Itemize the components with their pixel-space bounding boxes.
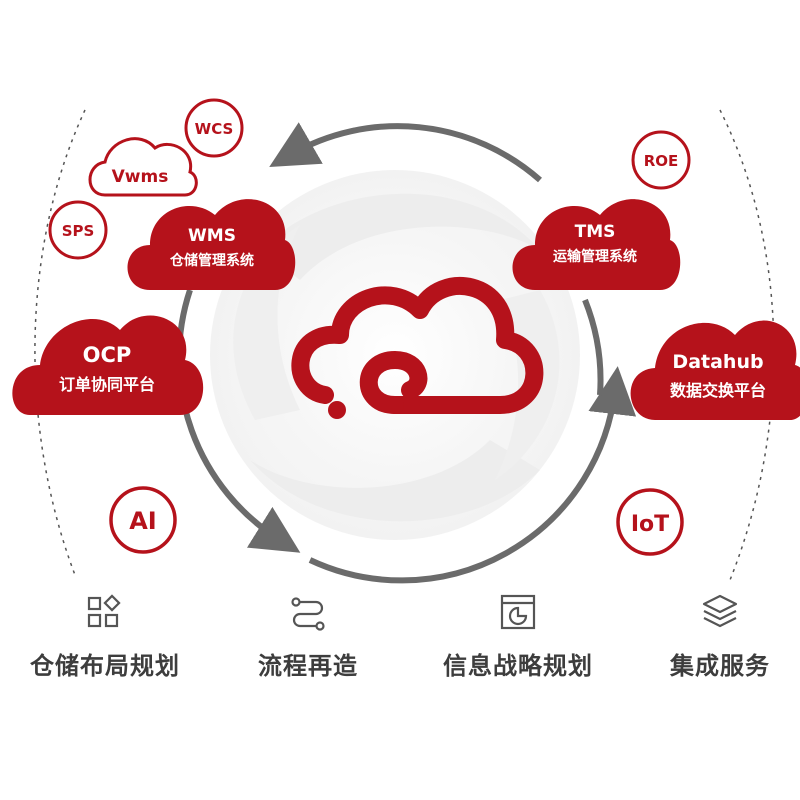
feature-warehouse-layout[interactable]: 仓储布局规划 bbox=[5, 590, 205, 681]
datahub-title: Datahub bbox=[672, 351, 763, 373]
feature-label: 仓储布局规划 bbox=[30, 652, 180, 680]
feature-label: 流程再造 bbox=[258, 652, 358, 680]
cycle-arrow-top bbox=[269, 122, 542, 183]
grid-layout-icon bbox=[87, 594, 121, 628]
sps-tag[interactable]: SPS bbox=[48, 200, 108, 260]
datahub-subtitle: 数据交换平台 bbox=[670, 381, 766, 400]
wms-subtitle: 仓储管理系统 bbox=[169, 252, 254, 269]
roe-tag[interactable]: ROE bbox=[631, 130, 691, 190]
tms-cloud[interactable]: TMS 运输管理系统 bbox=[512, 199, 681, 290]
ai-label: AI bbox=[129, 507, 157, 535]
ocp-cloud[interactable]: OCP 订单协同平台 bbox=[12, 315, 204, 415]
wcs-tag[interactable]: WCS bbox=[184, 98, 244, 158]
wms-cloud[interactable]: WMS 仓储管理系统 bbox=[127, 199, 296, 290]
center-cloud-icon bbox=[291, 277, 544, 414]
feature-list: 仓储布局规划 流程再造 信息战略规划 集成服务 bbox=[0, 590, 800, 710]
cycle-arrow-left bbox=[176, 289, 301, 553]
cycle-arrow-bottom bbox=[308, 366, 637, 584]
feature-info-strategy[interactable]: 信息战略规划 bbox=[418, 590, 618, 681]
tms-subtitle: 运输管理系统 bbox=[553, 248, 637, 265]
left-dashed-arc bbox=[34, 109, 86, 576]
process-flow-icon bbox=[291, 597, 325, 631]
diagram-canvas: WMS 仓储管理系统 TMS 运输管理系统 OCP 订单协同平台 Datahub… bbox=[12, 98, 800, 584]
feature-label: 信息战略规划 bbox=[443, 652, 593, 680]
tms-title: TMS bbox=[575, 222, 616, 242]
vwms-label: Vwms bbox=[112, 167, 169, 187]
roe-label: ROE bbox=[644, 152, 679, 170]
feature-integration-services[interactable]: 集成服务 bbox=[620, 590, 800, 681]
sps-label: SPS bbox=[62, 222, 95, 240]
cycle-arrow-right bbox=[582, 298, 604, 396]
wms-title: WMS bbox=[188, 226, 236, 246]
wcs-label: WCS bbox=[195, 120, 234, 138]
right-dashed-arc bbox=[719, 109, 775, 581]
iot-tag[interactable]: IoT bbox=[616, 488, 684, 556]
strategy-chart-icon bbox=[500, 594, 536, 630]
ocp-title: OCP bbox=[83, 343, 132, 367]
vwms-tag[interactable]: Vwms bbox=[88, 137, 198, 197]
ocp-subtitle: 订单协同平台 bbox=[59, 375, 155, 394]
datahub-cloud[interactable]: Datahub 数据交换平台 bbox=[630, 320, 800, 420]
layers-icon bbox=[702, 594, 738, 628]
feature-label: 集成服务 bbox=[670, 652, 770, 680]
iot-label: IoT bbox=[631, 512, 669, 537]
ai-tag[interactable]: AI bbox=[109, 486, 177, 554]
feature-process-reengineering[interactable]: 流程再造 bbox=[208, 590, 408, 681]
center-cloud-dot bbox=[328, 401, 346, 419]
